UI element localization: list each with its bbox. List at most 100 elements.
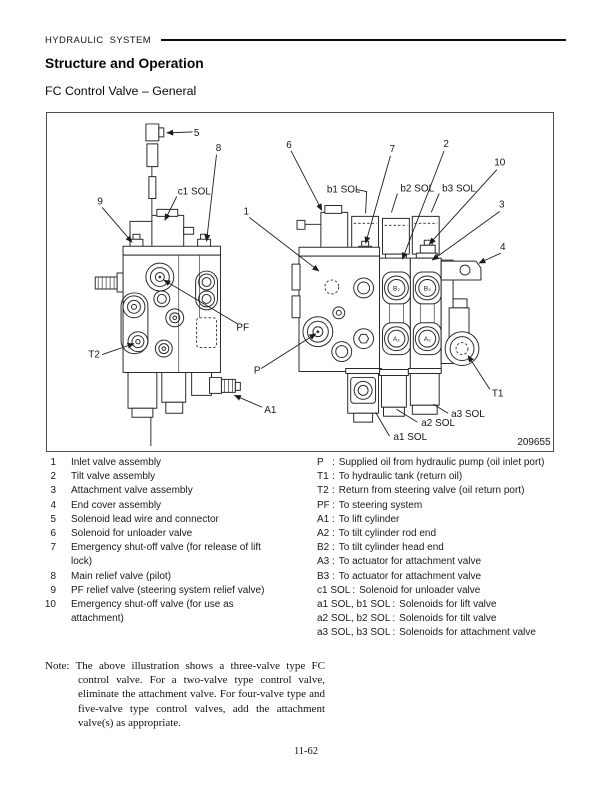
callout-a1: A1: [264, 405, 277, 416]
port-item: A2:To tilt cylinder rod end: [317, 527, 567, 541]
legend-item-number: 5: [50, 513, 56, 525]
port-item: T2:Return from steering valve (oil retur…: [317, 484, 567, 498]
legend-item: 3 Attachment valve assembly: [40, 484, 296, 498]
callout-2: 2: [443, 139, 449, 150]
figure-frame: B₂ B₃ A₂ A₃: [46, 112, 554, 452]
port-term: a1 SOL, b1 SOL: [317, 599, 391, 611]
port-desc: Return from steering valve (oil return p…: [338, 485, 525, 497]
legend-item-number: 3: [50, 485, 56, 497]
callout-c1-sol: c1 SOL: [178, 187, 212, 198]
callout-7: 7: [390, 144, 396, 155]
port-term: a3 SOL, b3 SOL: [317, 627, 391, 639]
callout-pf: PF: [236, 323, 249, 334]
legend-item-number: 9: [50, 584, 56, 596]
port-item: B2:To tilt cylinder head end: [317, 541, 567, 555]
legend-item-number: 7: [50, 542, 56, 554]
callout-1: 1: [244, 206, 250, 217]
port-item: A3:To actuator for attachment valve: [317, 555, 567, 569]
legend-item: 1 Inlet valve assembly: [40, 456, 296, 470]
figure-number: 209655: [517, 437, 551, 448]
port-term: T1: [317, 471, 329, 483]
callout-b1-sol: b1 SOL: [327, 185, 361, 196]
legend-item-text: Main relief valve (pilot): [71, 570, 172, 582]
port-label-a2: A₂: [393, 336, 400, 343]
port-separator: :: [392, 599, 396, 611]
port-term: B3: [317, 570, 330, 582]
legend-item-text: Attachment valve assembly: [71, 485, 193, 497]
legend-item-number: 2: [50, 471, 56, 483]
legend-item-number: 10: [44, 599, 56, 611]
port-desc: Solenoid for unloader valve: [359, 584, 481, 596]
legend-item-text: Emergency shut-off valve (for release of…: [71, 542, 261, 568]
port-term: PF: [317, 499, 330, 511]
callout-labels: 5 8 9 c1 SOL PF T2 A1 6 1 b1 SOL 7 b2 SO…: [88, 128, 551, 448]
port-term: P: [317, 457, 324, 468]
port-desc: To hydraulic tank (return oil): [338, 471, 463, 483]
legend-item-number: 8: [50, 570, 56, 582]
port-item: c1 SOL:Solenoid for unloader valve: [317, 584, 567, 598]
legend-item: 8 Main relief valve (pilot): [40, 570, 296, 584]
legend-item-text: Solenoid for unloader valve: [71, 528, 193, 540]
port-item: T1:To hydraulic tank (return oil): [317, 470, 567, 484]
legend-numbered-list: 1 Inlet valve assembly 2 Tilt valve assemb…: [40, 456, 296, 626]
legend-item-text: End cover assembly: [71, 499, 162, 511]
page-number: 11-62: [293, 746, 319, 757]
port-desc: To tilt cylinder head end: [338, 542, 444, 554]
port-separator: :: [332, 499, 335, 511]
port-item: B3:To actuator for attachment valve: [317, 570, 567, 584]
port-item: a3 SOL, b3 SOL:Solenoids for attachment …: [317, 626, 567, 640]
note-block: Note: The above illustration shows a thr…: [45, 659, 325, 730]
header-rule: [161, 39, 566, 42]
callout-leaders: [101, 129, 501, 437]
port-separator: :: [332, 570, 335, 582]
port-separator: :: [332, 485, 335, 497]
legend-item: 10 Emergency shut-off valve (for use as a…: [40, 598, 296, 626]
legend-item-number: 4: [50, 499, 56, 511]
port-desc: Supplied oil from hydraulic pump (oil in…: [338, 457, 545, 468]
port-desc: To lift cylinder: [338, 513, 400, 525]
port-term: A3: [317, 556, 330, 568]
port-desc: To tilt cylinder rod end: [338, 528, 437, 540]
callout-5: 5: [194, 128, 200, 139]
callout-t1: T1: [492, 388, 504, 399]
legend-item: 2 Tilt valve assembly: [40, 470, 296, 484]
legend-item-text: Emergency shut-off valve (for use as att…: [71, 599, 234, 625]
note-label: Note:: [45, 660, 70, 672]
legend-item: 7 Emergency shut-off valve (for release o…: [40, 541, 296, 569]
callout-b2-sol: b2 SOL: [400, 184, 434, 195]
port-separator: :: [332, 471, 335, 483]
legend-item-text: Tilt valve assembly: [71, 471, 156, 483]
callout-p: P: [254, 365, 261, 376]
callout-a2-sol: a2 SOL: [421, 418, 455, 429]
port-term: A2: [317, 528, 330, 540]
callout-t2: T2: [88, 350, 100, 361]
hydraulic-diagram: B₂ B₃ A₂ A₃: [88, 123, 551, 448]
port-label-b3: B₃: [424, 285, 431, 292]
port-item: a2 SOL, b2 SOL:Solenoids for tilt valve: [317, 612, 567, 626]
port-desc: Solenoids for attachment valve: [399, 627, 536, 639]
port-desc: Solenoids for lift valve: [399, 599, 497, 611]
port-separator: :: [332, 542, 335, 554]
legend-item-text: Inlet valve assembly: [71, 457, 162, 468]
legend-item-number: 6: [50, 528, 56, 540]
callout-b3-sol: b3 SOL: [442, 184, 476, 195]
page-title: FC Control Valve – General: [45, 84, 197, 98]
callout-4: 4: [500, 242, 506, 253]
legend-item-number: 1: [50, 457, 56, 468]
section-title: Structure and Operation: [45, 56, 204, 71]
callout-a1-sol: a1 SOL: [393, 432, 427, 443]
port-separator: :: [332, 457, 335, 468]
port-term: a2 SOL, b2 SOL: [317, 613, 391, 625]
port-separator: :: [392, 613, 396, 625]
port-separator: :: [332, 556, 335, 568]
callout-10: 10: [494, 158, 506, 169]
callout-9: 9: [97, 196, 103, 207]
note-text: The above illustration shows a three-val…: [75, 660, 325, 729]
port-desc: To actuator for attachment valve: [338, 570, 482, 582]
port-separator: :: [332, 528, 335, 540]
port-separator: :: [352, 584, 356, 596]
port-label-a3: A₃: [424, 336, 431, 343]
